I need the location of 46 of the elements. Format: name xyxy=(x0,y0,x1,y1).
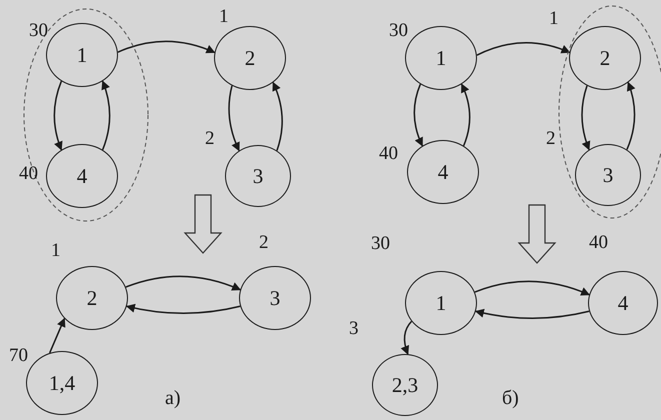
weight-label: 2 xyxy=(259,233,268,252)
weight-label: 1 xyxy=(219,7,228,26)
weight-label: 70 xyxy=(9,346,28,365)
weight-label: 40 xyxy=(589,233,608,252)
weight-label: 1 xyxy=(51,241,60,260)
arrow xyxy=(272,82,283,151)
weight-label: 30 xyxy=(371,234,390,253)
vertex-label: 2 xyxy=(244,48,256,68)
vertex-label: 2 xyxy=(86,288,98,308)
weight-label: 1 xyxy=(549,9,558,28)
arrow xyxy=(476,42,570,56)
weight-label: 40 xyxy=(19,164,38,183)
arrow xyxy=(460,83,470,146)
arrow xyxy=(474,280,590,296)
vertex-label: 3 xyxy=(252,166,264,186)
vertex-label: 1,4 xyxy=(48,372,76,394)
weight-label: 30 xyxy=(389,21,408,40)
vertex-label: 1 xyxy=(436,48,446,68)
vertex-label: 2,3 xyxy=(392,374,418,396)
arrow xyxy=(581,86,590,150)
panel-label: а) xyxy=(165,388,181,408)
weight-label: 2 xyxy=(205,129,214,148)
arrow xyxy=(126,276,242,291)
arrow xyxy=(101,80,110,150)
arrow xyxy=(54,80,63,151)
vertex-label: 1 xyxy=(436,292,446,314)
vertex-label: 3 xyxy=(270,288,280,308)
panel-label: б) xyxy=(502,388,519,408)
weight-label: 30 xyxy=(29,21,48,40)
weight-label: 2 xyxy=(546,129,556,148)
arrow xyxy=(626,82,636,150)
weight-label: 3 xyxy=(349,319,358,338)
weight-label: 40 xyxy=(379,144,398,163)
vertex-label: 4 xyxy=(618,292,628,314)
arrow xyxy=(126,304,240,314)
vertex-label: 2 xyxy=(600,48,610,68)
arrow xyxy=(228,86,240,152)
vertex-label: 1 xyxy=(76,44,88,66)
vertex-label: 3 xyxy=(602,164,614,186)
vertex-label: 4 xyxy=(438,162,448,182)
arrow xyxy=(49,318,66,354)
arrow xyxy=(414,84,424,147)
vertex-label: 4 xyxy=(76,166,88,186)
arrow xyxy=(118,40,216,54)
arrow xyxy=(400,320,412,355)
arrow xyxy=(474,308,590,320)
